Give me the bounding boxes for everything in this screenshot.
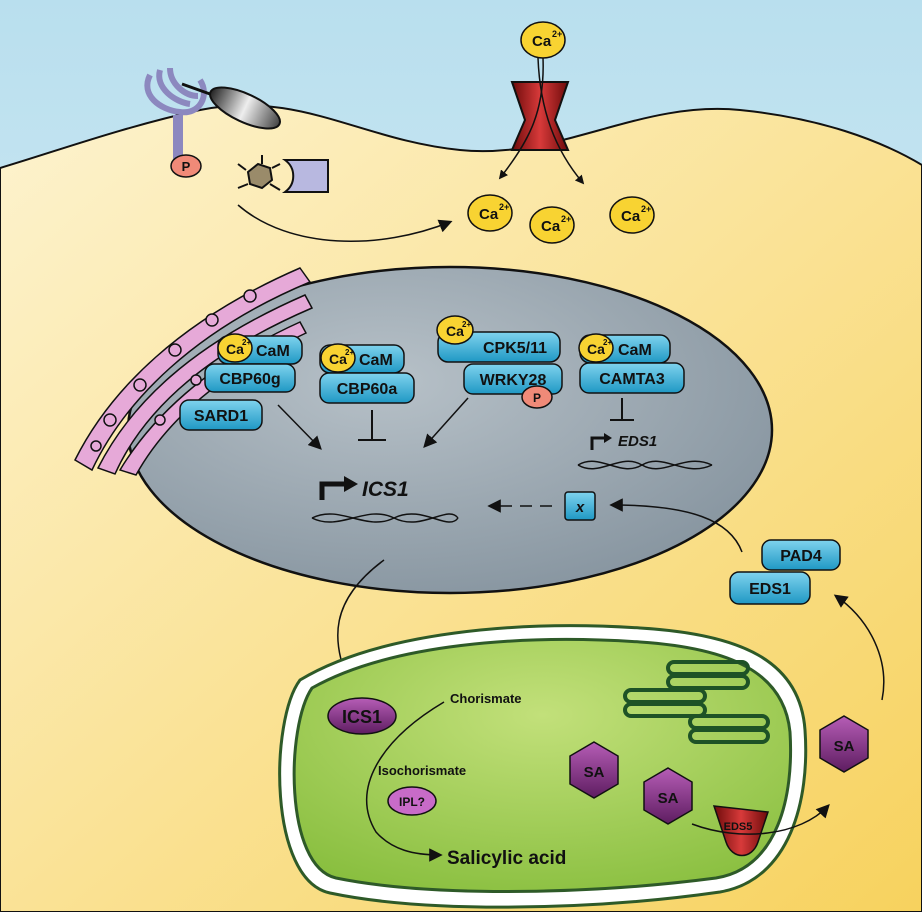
svg-text:Ca: Ca [621,208,641,225]
svg-text:CAMTA3: CAMTA3 [599,371,665,388]
calcium-ion-1: Ca 2+ [467,194,513,232]
svg-text:CBP60a: CBP60a [337,381,398,398]
svg-text:x: x [575,499,585,516]
cam-complex-2: Ca 2+ CaM [319,343,405,374]
svg-text:2+: 2+ [345,348,354,357]
arrow-sa-to-eds1 [833,594,885,701]
eds5-transporter: EDS5 [712,805,770,857]
sard1-protein: SARD1 [179,399,263,431]
svg-text:SA: SA [834,738,855,755]
svg-text:ICS1: ICS1 [342,707,382,727]
isochorismate-label: Isochorismate [378,763,466,778]
svg-text:CaM: CaM [359,352,393,369]
wrky28-protein: WRKY28 P [463,363,563,409]
arrow-channel-left [498,57,544,180]
arrow-cbp60g-to-ics1 [277,404,322,450]
svg-text:2+: 2+ [552,29,562,39]
svg-text:P: P [533,391,541,405]
svg-text:2+: 2+ [499,202,509,212]
arrow-wrky28-to-ics1 [423,397,469,449]
arrow-receptor-to-calcium [237,204,453,242]
svg-text:Ca: Ca [446,323,464,339]
svg-text:P: P [182,159,191,174]
pad4-protein: PAD4 [761,539,841,571]
svg-text:2+: 2+ [242,338,251,347]
svg-text:2+: 2+ [641,204,651,214]
ligand-icon [237,155,281,191]
svg-text:Ca: Ca [541,218,561,235]
sa-molecule-2: SA [643,767,693,825]
svg-text:CaM: CaM [256,343,290,360]
calcium-ion-3: Ca 2+ [609,196,655,234]
svg-text:EDS1: EDS1 [749,581,791,598]
svg-text:2+: 2+ [561,214,571,224]
svg-text:Ca: Ca [587,341,605,357]
salicylic-acid-label: Salicylic acid [447,848,566,869]
inhibition-camta3 [610,398,634,421]
svg-text:SA: SA [658,790,679,807]
cbp60a-protein: CBP60a [319,372,415,404]
calcium-channel-icon [510,81,570,151]
sa-molecule-3: SA [819,715,869,773]
svg-text:EDS1: EDS1 [618,433,657,450]
svg-text:EDS5: EDS5 [724,821,753,833]
svg-text:IPL?: IPL? [399,795,425,809]
cpk-protein: Ca 2+ CPK5/11 [436,315,561,363]
svg-text:SARD1: SARD1 [194,408,248,425]
svg-text:Ca: Ca [532,33,552,50]
cbp60g-protein: CBP60g [204,363,296,393]
arrow-sa-export [691,804,830,835]
svg-text:CaM: CaM [618,342,652,359]
eds1-gene: EDS1 [577,433,713,470]
eds1-protein: EDS1 [729,571,811,605]
svg-text:ICS1: ICS1 [362,478,409,501]
svg-text:PAD4: PAD4 [780,548,822,565]
svg-text:CBP60g: CBP60g [219,371,280,388]
cam-complex-3: Ca 2+ CaM [578,333,671,364]
camta3-protein: CAMTA3 [579,362,685,394]
calcium-ion-2: Ca 2+ [529,206,575,244]
inhibition-cbp60a [358,410,386,441]
svg-text:WRKY28: WRKY28 [480,372,547,389]
svg-text:CPK5/11: CPK5/11 [483,340,547,357]
sa-molecule-1: SA [569,741,619,799]
svg-text:Ca: Ca [226,341,244,357]
svg-text:Ca: Ca [329,351,347,367]
svg-text:2+: 2+ [603,338,612,347]
ics1-gene: ICS1 [311,476,459,523]
chorismate-label: Chorismate [450,691,522,706]
ics1-enzyme: ICS1 [327,697,397,735]
unknown-factor-x: x [564,491,596,521]
svg-text:2+: 2+ [462,320,471,329]
co-receptor-icon [281,159,329,193]
ipl-enzyme: IPL? [387,786,437,816]
receptor-kinase-icon [144,67,281,160]
thylakoid-grana-icon [623,660,770,744]
receptor-phospho-badge: P [170,154,202,178]
svg-text:SA: SA [584,764,605,781]
arrow-channel-right [537,57,585,185]
arrow-chorismate-to-sa [366,701,445,862]
svg-text:Ca: Ca [479,206,499,223]
cam-complex-1: Ca 2+ CaM [217,333,303,365]
calcium-ion-extracellular: Ca 2+ [520,21,566,59]
arrow-eds1-to-x [609,498,743,553]
